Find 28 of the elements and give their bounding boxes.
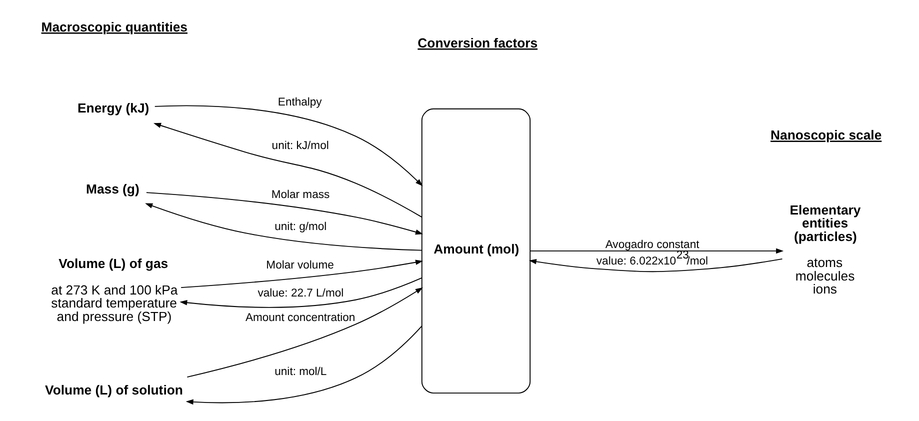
edge-label: Molar mass: [270, 188, 330, 201]
edge-label: Avogadro constant: [604, 238, 699, 251]
edge-label: unit: g/mol: [274, 220, 326, 233]
arrow: [186, 287, 422, 378]
arrow: [152, 122, 422, 218]
label: Nanoscopic scale: [770, 128, 882, 143]
arrow: [154, 105, 422, 186]
arrow: [146, 192, 423, 235]
arrow: [529, 248, 784, 254]
label: Macroscopic quantities: [40, 19, 188, 34]
arrow: [180, 260, 423, 288]
node-text: Elementary entities (particles) atoms molecules ions: [789, 202, 860, 296]
edge-label: Amount concentration: [244, 312, 355, 324]
arrow: [528, 258, 782, 272]
arrow: [144, 203, 422, 251]
arrow: [179, 278, 422, 308]
edge-label: unit: kJ/mol: [271, 140, 328, 152]
node-text: Energy (kJ): [77, 100, 149, 116]
arrow: [185, 326, 422, 405]
edge-label: Enthalpy: [277, 96, 322, 109]
edge-label: unit: mol/L: [274, 366, 326, 378]
label: Conversion factors: [417, 35, 538, 50]
edge-label: value: 22.7 L/mol: [257, 288, 344, 300]
node-text: Volume (L) of gas at 273 K and 100 kPa standard temperature and pressure (STP): [50, 256, 178, 324]
node-text: Volume (L) of solution: [44, 382, 182, 398]
edge-label: Molar volume: [266, 259, 334, 272]
node-box: Amount (mol): [420, 108, 530, 394]
node-text: Mass (g): [85, 181, 139, 196]
